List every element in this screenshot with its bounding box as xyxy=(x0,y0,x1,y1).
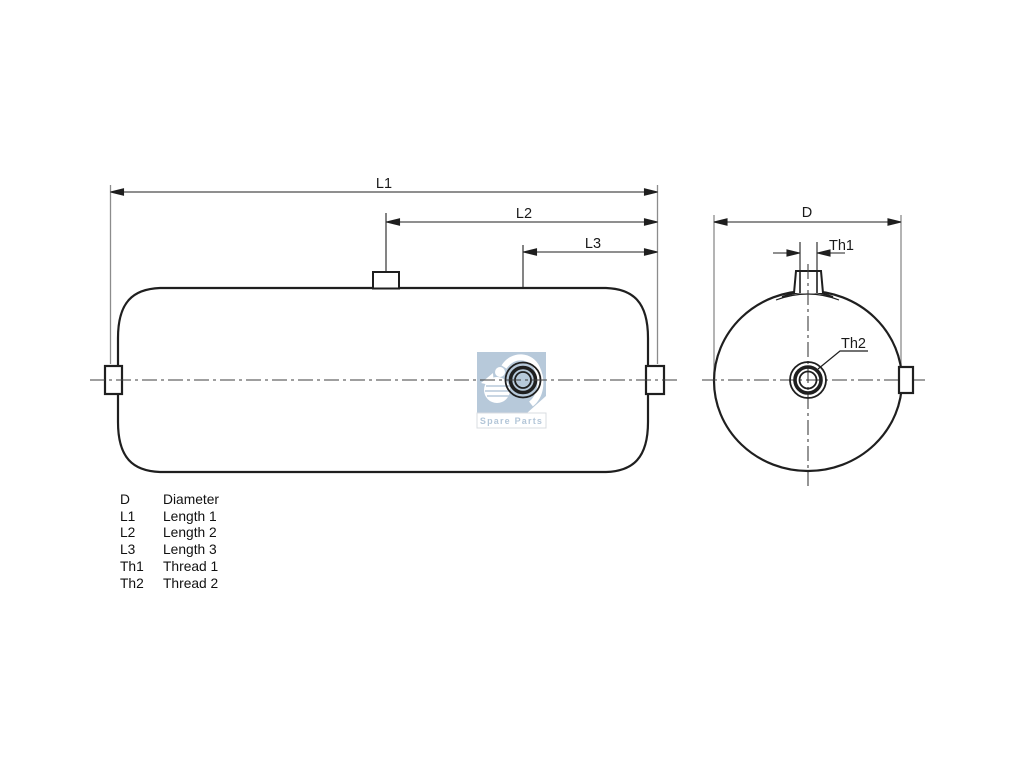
l1-dimension-line xyxy=(110,188,658,196)
legend-row-diameter: D Diameter xyxy=(120,492,219,509)
arrow-right-icon xyxy=(643,188,658,196)
arrow-right-icon xyxy=(643,218,658,226)
l3-dimension-line xyxy=(523,248,658,256)
d-dimension-line xyxy=(713,218,902,226)
arrow-left-icon xyxy=(110,188,125,196)
legend-description: Thread 1 xyxy=(163,558,219,574)
legend-symbol: Th2 xyxy=(120,575,144,591)
th2-port-rings xyxy=(789,361,827,399)
th2-label: Th2 xyxy=(841,336,866,352)
legend-description: Thread 2 xyxy=(163,575,219,591)
brand-text: Spare Parts xyxy=(480,416,543,426)
l1-label: L1 xyxy=(376,176,392,192)
arrow-right-icon xyxy=(887,218,902,226)
l2-dimension-line xyxy=(386,218,658,226)
arrow-left-icon xyxy=(386,218,401,226)
dt-logo-icon xyxy=(481,354,546,413)
legend-symbol: L3 xyxy=(120,542,136,558)
th1-dimension xyxy=(773,242,845,270)
legend-row-length3: L3 Length 3 xyxy=(120,542,219,559)
legend-symbol: L1 xyxy=(120,508,136,524)
legend-symbol: L2 xyxy=(120,525,136,541)
dimension-lines xyxy=(110,188,658,256)
l2-label: L2 xyxy=(516,206,532,222)
arrow-left-icon xyxy=(713,218,728,226)
legend-description: Length 3 xyxy=(163,542,217,558)
brand-box xyxy=(476,412,547,429)
arrow-right-icon xyxy=(786,249,800,257)
legend-description: Diameter xyxy=(163,492,219,507)
legend-row-length1: L1 Length 1 xyxy=(120,509,219,526)
legend-symbol: D xyxy=(120,492,130,507)
th1-label: Th1 xyxy=(829,238,854,254)
legend-row-thread2: Th2 Thread 2 xyxy=(120,576,219,593)
tank-top-port xyxy=(372,271,400,290)
legend-description: Length 1 xyxy=(163,508,217,524)
end-view-right-stub xyxy=(897,365,915,395)
d-extension-lines xyxy=(713,215,902,376)
dt-watermark: Spare Parts xyxy=(476,352,547,429)
arrow-right-icon xyxy=(643,248,658,256)
legend-symbol: Th1 xyxy=(120,558,144,574)
l3-label: L3 xyxy=(585,236,601,252)
l1-extension-lines xyxy=(109,185,659,364)
arrow-left-icon xyxy=(817,249,831,257)
arrow-left-icon xyxy=(523,248,538,256)
end-view-centerlines xyxy=(702,264,925,486)
legend-description: Length 2 xyxy=(163,525,217,541)
th2-leader-line xyxy=(817,350,868,370)
legend-row-thread1: Th1 Thread 1 xyxy=(120,559,219,576)
legend-row-length2: L2 Length 2 xyxy=(120,525,219,542)
d-label: D xyxy=(802,205,812,221)
legend: D Diameter L1 Length 1 L2 Length 2 L3 Le… xyxy=(120,492,219,592)
